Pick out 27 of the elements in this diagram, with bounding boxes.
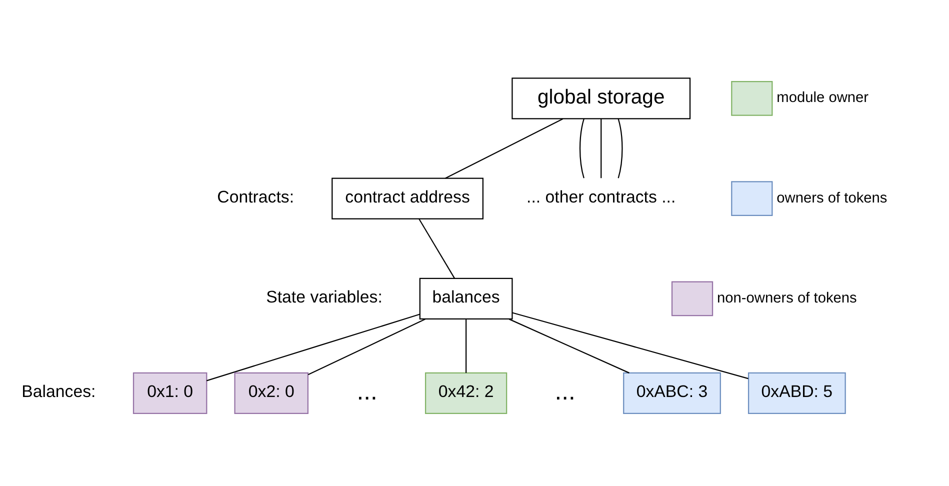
label: ... (356, 378, 378, 406)
connector (579, 118, 584, 178)
node-box: balances (419, 278, 513, 320)
connector (509, 318, 630, 374)
node-box: 0x42: 2 (424, 372, 508, 414)
connector (418, 218, 455, 279)
node-box: 0xABC: 3 (623, 372, 721, 414)
label: ... (554, 378, 576, 406)
node-box: global storage (512, 78, 691, 120)
legend-label: module owner (776, 90, 869, 106)
node-box: contract address (332, 178, 484, 220)
label: Balances: (22, 382, 96, 402)
connector (512, 312, 748, 380)
node-box: 0x1: 0 (132, 372, 208, 414)
connector (618, 118, 623, 178)
node-box: 0x2: 0 (234, 372, 308, 414)
node-text: ... other contracts ... (526, 187, 676, 206)
legend-label: owners of tokens (776, 190, 888, 206)
connector (466, 319, 467, 373)
connector (308, 318, 426, 376)
legend-label: non-owners of tokens (717, 290, 857, 307)
node-box: 0xABD: 5 (748, 372, 846, 414)
label: State variables: (266, 288, 382, 307)
label: Contracts: (217, 187, 294, 206)
connector (445, 118, 564, 179)
connector (206, 314, 420, 382)
connector (600, 118, 602, 178)
